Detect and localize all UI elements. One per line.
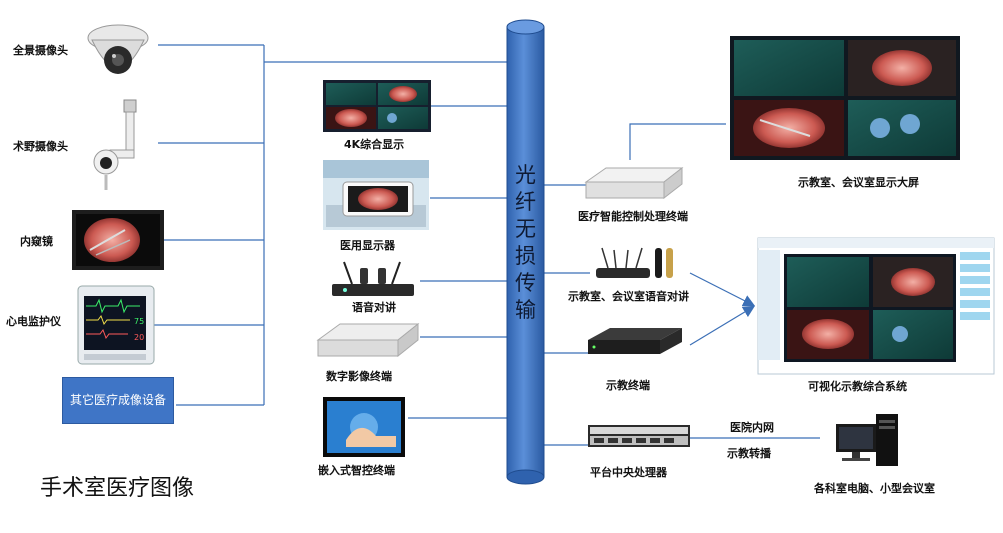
label-control-processor: 医疗智能控制处理终端 — [578, 210, 688, 223]
medical-display-icon — [323, 160, 429, 230]
backbone-label-char: 传 — [515, 271, 536, 295]
arm-camera-icon — [93, 99, 137, 190]
backbone-label-char: 损 — [515, 244, 536, 268]
processor-box-icon — [584, 166, 684, 200]
video-wall-icon — [730, 36, 960, 160]
other-imaging-devices-box: 其它医疗成像设备 — [62, 377, 174, 424]
svg-text:20: 20 — [134, 333, 144, 342]
touch-panel-icon — [323, 397, 405, 457]
connector-lines — [154, 44, 820, 446]
software-ui-icon — [757, 237, 995, 375]
label-arm-camera: 术野摄像头 — [13, 140, 68, 153]
terminal-box-icon — [316, 322, 420, 358]
quad-display-icon — [323, 80, 431, 132]
link-processor-to-wall — [629, 123, 726, 160]
endoscope-monitor-icon — [72, 210, 164, 270]
label-dome-camera: 全景摄像头 — [13, 44, 68, 57]
label-intranet: 医院内网 — [730, 421, 774, 434]
label-central-server: 平台中央处理器 — [590, 466, 667, 479]
backbone-label-char: 无 — [515, 217, 536, 241]
label-teaching-terminal: 示教终端 — [606, 379, 650, 392]
server-icon — [588, 425, 690, 447]
label-digital-terminal: 数字影像终端 — [326, 370, 392, 383]
backbone-label-char: 输 — [515, 298, 536, 322]
backbone-label-char: 纤 — [515, 190, 536, 214]
label-medical-display: 医用显示器 — [340, 239, 395, 252]
wireless-mic-receiver-icon — [332, 261, 414, 296]
label-video-wall: 示教室、会议室显示大屏 — [798, 176, 919, 189]
label-4k-display: 4K综合显示 — [344, 138, 405, 151]
label-endoscope: 内窥镜 — [20, 235, 53, 248]
desktop-pc-icon — [836, 414, 898, 466]
label-touch-terminal: 嵌入式智控终端 — [318, 464, 395, 477]
arrow-terminal-to-system — [689, 305, 756, 346]
label-conference-mic: 示教室、会议室语音对讲 — [568, 290, 689, 303]
label-broadcast: 示教转播 — [727, 447, 771, 460]
label-desktop: 各科室电脑、小型会议室 — [814, 482, 935, 495]
label-visual-system: 可视化示教综合系统 — [808, 380, 907, 393]
rack-unit-icon — [588, 328, 682, 354]
svg-text:75: 75 — [134, 317, 144, 326]
ecg-monitor-icon: 75 20 — [77, 285, 155, 365]
page-title: 手术室医疗图像 — [40, 476, 195, 501]
dome-camera-icon — [87, 24, 149, 74]
backbone-label-char: 光 — [515, 163, 536, 187]
label-ecg-monitor: 心电监护仪 — [6, 315, 61, 328]
label-voice-intercom: 语音对讲 — [352, 301, 396, 314]
arrow-mic-to-system — [689, 272, 756, 307]
conference-mic-icon — [596, 247, 673, 278]
